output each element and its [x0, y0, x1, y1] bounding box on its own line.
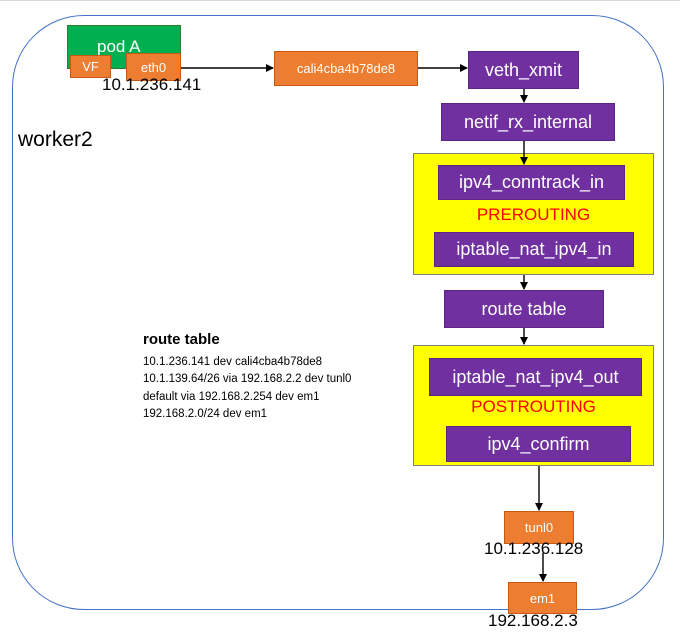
route-entry: 10.1.236.141 dev cali4cba4b78de8 [143, 356, 323, 368]
worker-label: worker2 [18, 128, 93, 151]
route-table-entries: 10.1.236.141 dev cali4cba4b78de8 10.1.13… [143, 354, 351, 423]
route-entry: default via 192.168.2.254 dev em1 [143, 390, 320, 403]
eth0-box: eth0 [126, 53, 181, 81]
ipv4-conntrack-in-box: ipv4_conntrack_in [438, 165, 625, 200]
vf-box: VF [70, 55, 111, 78]
pod-a-label: pod A [97, 37, 141, 56]
tunl0-ip-label: 10.1.236.128 [484, 539, 584, 558]
postrouting-label: POSTROUTING [471, 397, 596, 416]
tunl0-box: tunl0 [504, 511, 574, 544]
route-entry: 192.168.2.0/24 dev em1 [143, 407, 268, 420]
top-divider [0, 0, 680, 1]
iptable-nat-ipv4-in-box: iptable_nat_ipv4_in [434, 232, 634, 267]
cali-interface-box: cali4cba4b78de8 [274, 51, 418, 86]
route-table-title: route table [143, 331, 220, 348]
veth-xmit-box: veth_xmit [468, 51, 579, 89]
route-table-box: route table [444, 290, 604, 328]
route-entry: 10.1.139.64/26 via 192.168.2.2 dev tunl0 [143, 373, 352, 386]
pod-ip-label: 10.1.236.141 [102, 75, 202, 94]
ipv4-confirm-box: ipv4_confirm [446, 426, 631, 462]
netif-rx-internal-box: netif_rx_internal [441, 103, 615, 141]
worker-node-boundary [12, 15, 664, 610]
em1-box: em1 [508, 582, 577, 614]
iptable-nat-ipv4-out-box: iptable_nat_ipv4_out [429, 358, 642, 396]
prerouting-label: PREROUTING [476, 205, 591, 224]
em1-ip-label: 192.168.2.3 [488, 611, 578, 630]
